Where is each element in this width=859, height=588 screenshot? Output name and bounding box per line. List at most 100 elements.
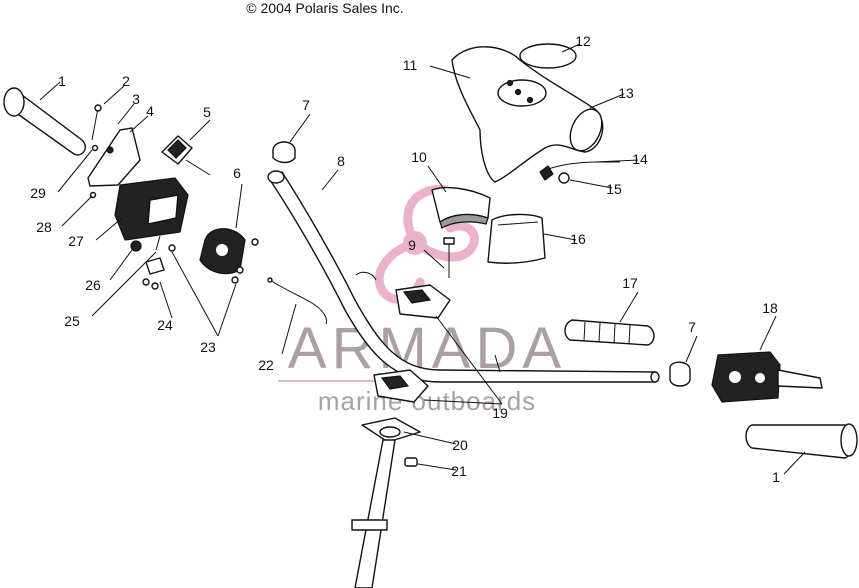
leader-line (103, 85, 125, 105)
part-16-cover (487, 213, 546, 264)
leader-line (759, 315, 777, 351)
callout-c6: 6 (233, 165, 243, 229)
callout-c25: 25 (64, 251, 157, 329)
callout-number: 15 (606, 181, 622, 197)
callout-number: 1 (58, 73, 66, 89)
leader-line (619, 291, 639, 323)
callout-number: 25 (64, 313, 80, 329)
callout-c3: 3 (117, 91, 140, 125)
callout-c11: 11 (403, 57, 471, 79)
callout-number: 22 (258, 357, 274, 373)
callout-number: 10 (411, 149, 427, 165)
leader-line (417, 463, 457, 471)
watermark-tagline: marine outboards (318, 386, 536, 416)
part-17-grip (564, 319, 655, 346)
callout-number: 26 (85, 277, 101, 293)
part-9-bolt (443, 237, 455, 278)
callout-c23: 23 (171, 251, 237, 355)
callout-c22: 22 (258, 303, 297, 373)
callout-number: 7 (302, 97, 310, 113)
part-10-clamp-cover (431, 186, 491, 229)
leader-line (561, 43, 581, 53)
part-19-upper-clamp (395, 284, 451, 319)
part-1-grip-right (745, 423, 858, 459)
leader-line (217, 283, 237, 337)
part-13-handlebar-cover (451, 46, 604, 183)
callout-number: 14 (632, 151, 648, 167)
callout-c28: 28 (36, 195, 93, 235)
leader-line (685, 335, 698, 363)
part-2-screw (91, 104, 102, 141)
leader-line (435, 315, 503, 405)
callout-number: 2 (122, 73, 130, 89)
callout-c13: 13 (589, 85, 634, 109)
leader-line (61, 195, 93, 227)
callout-c5: 5 (189, 104, 211, 141)
callout-number: 8 (337, 153, 345, 169)
leader-line (594, 159, 639, 163)
callout-number: 3 (132, 91, 140, 107)
callout-c2: 2 (103, 73, 130, 105)
leader-line (321, 169, 339, 191)
callout-c12: 12 (561, 33, 591, 53)
leader-line (589, 93, 625, 109)
part-12-decal (519, 43, 577, 69)
callout-c18: 18 (759, 300, 778, 351)
callout-number: 28 (36, 219, 52, 235)
part-29-screw (91, 144, 99, 152)
part-23-screws (168, 244, 239, 284)
callout-c8: 8 (321, 153, 345, 191)
part-15-screw (558, 172, 570, 184)
callout-c1b: 1 (772, 451, 806, 485)
callout-c29: 29 (30, 149, 93, 201)
part-19-lower-clamp (373, 369, 429, 403)
callout-c1a: 1 (39, 73, 66, 101)
leader-line (91, 251, 157, 317)
callout-c14: 14 (594, 151, 648, 167)
part-20-steering-plate (361, 417, 421, 443)
part-6-switch-cover (199, 228, 259, 275)
callout-c21: 21 (417, 463, 467, 479)
callout-c7b: 7 (685, 319, 698, 363)
leader-line (235, 183, 243, 229)
part-21-nut (404, 457, 418, 467)
callout-c27: 27 (68, 217, 123, 249)
callout-number: 24 (157, 317, 173, 333)
callout-number: 23 (200, 339, 216, 355)
leader-line (95, 217, 123, 241)
callout-number: 11 (403, 57, 418, 73)
leader-line (39, 81, 61, 101)
callout-c4: 4 (129, 103, 154, 133)
callout-c15: 15 (569, 179, 622, 197)
callout-c24: 24 (157, 281, 173, 333)
callout-number: 12 (575, 33, 591, 49)
part-27-switch-housing (114, 177, 189, 241)
part-11-center-panel (497, 79, 547, 107)
callout-number: 16 (570, 231, 586, 247)
callout-number: 6 (233, 165, 241, 181)
callout-number: 7 (688, 319, 696, 335)
leader-line (427, 165, 447, 193)
leader-line (159, 281, 173, 319)
leader-line (171, 251, 219, 337)
leader-line (403, 431, 457, 445)
leader-line (57, 149, 93, 193)
part-8-handlebar (267, 170, 660, 383)
callout-c16: 16 (543, 231, 586, 247)
callout-number: 1 (772, 469, 780, 485)
part-5-connector (161, 135, 211, 176)
callout-number: 29 (30, 185, 46, 201)
callout-c7a: 7 (289, 97, 311, 143)
leader-line (117, 103, 135, 125)
part-1-grip-left (3, 87, 86, 156)
callout-c17: 17 (619, 275, 639, 323)
part-4-bracket (87, 127, 141, 187)
part-18-throttle-assembly (711, 351, 823, 403)
callout-number: 9 (408, 237, 416, 253)
leader-line (189, 119, 211, 141)
part-7-end-cap-left (272, 141, 296, 164)
callout-number: 19 (492, 405, 508, 421)
leader-line (109, 249, 133, 281)
part-22-cable (267, 277, 328, 325)
